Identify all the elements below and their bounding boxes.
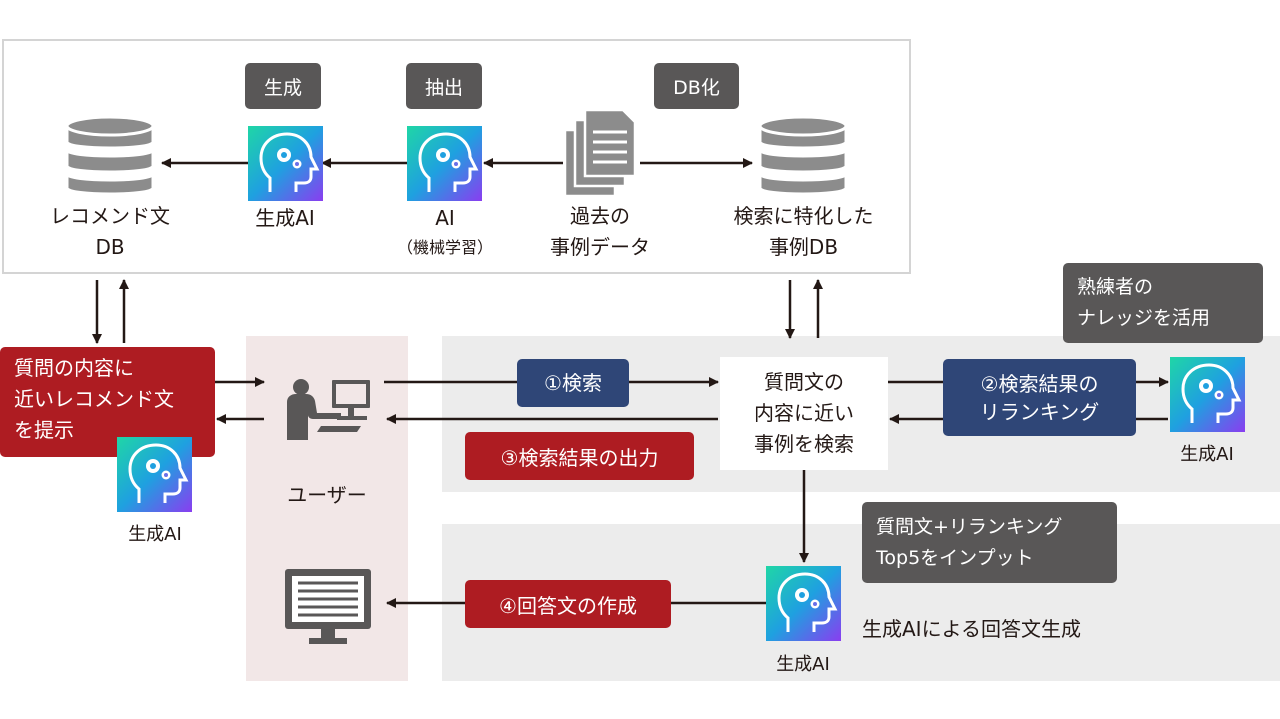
search-box-line-1: 質問文の (764, 370, 844, 394)
step-2-rerank: ②検索結果の リランキング (943, 359, 1136, 436)
gen-ai-top-label: 生成AI (255, 206, 315, 230)
answer-generation-label: 生成AIによる回答文生成 (862, 617, 1081, 641)
ai-head-icon (248, 126, 323, 201)
recommend-db-label-1: レコメンド文 (50, 204, 170, 228)
past-cases-label-2: 事例データ (550, 235, 650, 259)
ai-head-icon (766, 566, 841, 641)
tag-db-ize: DB化 (654, 63, 739, 109)
case-db-label-2: 事例DB (768, 235, 839, 259)
ml-ai-sub: （機械学習） (396, 238, 493, 257)
input-top5-line-1: 質問文+リランキング (876, 515, 1063, 538)
present-rec-line-3: を提示 (14, 418, 74, 442)
step-2-line-1: ②検索結果の (980, 371, 1099, 396)
expert-tag-2: ナレッジを活用 (1077, 307, 1211, 329)
gen-ai-left-label: 生成AI (128, 524, 182, 545)
case-db-label-1: 検索に特化した (733, 204, 874, 228)
step-1-search: ①検索 (517, 359, 629, 407)
search-box-line-3: 事例を検索 (754, 432, 854, 456)
input-top5-line-2: Top5をインプット (876, 546, 1034, 569)
ai-head-icon (407, 126, 482, 201)
top-panel (2, 39, 911, 274)
present-rec-line-1: 質問の内容に (14, 356, 134, 380)
ml-ai-label: AI (435, 206, 455, 230)
gen-ai-right-label: 生成AI (1180, 444, 1234, 465)
expert-tag-1: 熟練者の (1077, 276, 1154, 298)
database-icon (65, 115, 155, 196)
gen-ai-bottom-label: 生成AI (776, 654, 830, 675)
past-cases-label-1: 過去の (570, 204, 630, 228)
recommend-db-label-2: DB (95, 235, 125, 259)
user-label: ユーザー (287, 483, 367, 507)
ai-head-icon (1170, 357, 1245, 432)
database-icon (758, 115, 848, 196)
step-4-answer: ④回答文の作成 (465, 580, 671, 628)
user-computer-icon (287, 379, 370, 440)
step-2-line-2: リランキング (979, 399, 1100, 424)
step-3-output: ③検索結果の出力 (465, 432, 694, 480)
tag-generate: 生成 (245, 63, 321, 109)
search-box-line-2: 内容に近い (754, 401, 854, 425)
tag-extract: 抽出 (406, 63, 482, 109)
present-rec-line-2: 近いレコメンド文 (14, 387, 174, 411)
ai-head-icon (117, 437, 192, 512)
documents-icon (563, 108, 637, 198)
search-box: 質問文の 内容に近い 事例を検索 (720, 357, 888, 470)
monitor-icon (285, 569, 371, 644)
present-recommendation-box: 質問の内容に 近いレコメンド文 を提示 (0, 347, 215, 457)
